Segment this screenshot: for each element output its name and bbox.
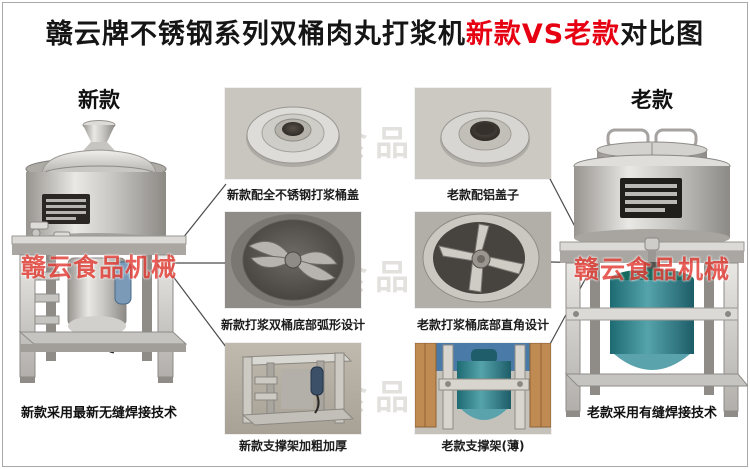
- outlet-spigot: [644, 237, 660, 264]
- stand-base-rails: [564, 373, 750, 387]
- curved-blades: [247, 240, 338, 282]
- frame-posts: [438, 344, 530, 430]
- new-machine-photo: 赣云食品机械: [6, 112, 192, 414]
- old-frame-drawing: [414, 342, 552, 434]
- lid-center-hole: [282, 122, 304, 136]
- stand-feet: [20, 377, 173, 383]
- title-suffix: 对比图: [620, 19, 705, 50]
- stand-rungs: [34, 271, 60, 325]
- crossbar: [565, 307, 739, 321]
- title-prefix: 赣云牌不锈钢系列双桶肉丸打浆机: [45, 19, 466, 50]
- title-highlight: 新款VS老款: [465, 19, 621, 50]
- blade-hub: [284, 251, 302, 269]
- old-frame-photo: [414, 342, 552, 434]
- new-barrel-bottom-photo: [225, 212, 361, 308]
- old-barrel-bottom-drawing: [415, 212, 551, 308]
- label-new-model: 新款: [78, 88, 120, 112]
- caption-new-welding: 新款采用最新无缝焊接技术: [20, 406, 177, 421]
- label-old-model: 老款: [631, 88, 673, 112]
- new-lid-drawing: [225, 88, 361, 179]
- stand-top-edge: [12, 244, 186, 255]
- caption-new-barrel-bottom: 新款打浆双桶底部弧形设计: [220, 318, 365, 332]
- new-frame-drawing: [225, 343, 361, 434]
- old-lid-photo: [415, 88, 551, 179]
- new-machine-drawing: [11, 120, 188, 383]
- caption-new-frame: 新款支撑架加粗加厚: [238, 439, 347, 453]
- old-machine-photo: 赣云食品机械: [556, 112, 750, 417]
- stand-base-rails: [18, 331, 188, 352]
- motor-behind: [281, 369, 313, 409]
- nameplate-text-lines: [46, 199, 86, 220]
- capacitor: [310, 366, 324, 396]
- nameplate-text-lines: [625, 184, 677, 212]
- new-frame-photo: [225, 343, 361, 434]
- caption-old-welding: 老款采用有缝焊接技术: [586, 406, 717, 421]
- stand-feet: [566, 411, 738, 417]
- cable: [314, 394, 320, 414]
- motor-bottom: [68, 316, 126, 336]
- caption-old-lid: 老款配铝盖子: [446, 188, 519, 202]
- caption-old-frame: 老款支撑架(薄): [441, 439, 525, 453]
- page-title: 赣云牌不锈钢系列双桶肉丸打浆机新款VS老款对比图: [0, 12, 750, 51]
- new-lid-photo: [225, 88, 361, 179]
- new-barrel-bottom-drawing: [225, 212, 361, 308]
- old-lid-drawing: [415, 88, 551, 179]
- capacitor: [114, 261, 132, 305]
- caption-old-barrel-bottom: 老款打浆桶底部直角设计: [416, 318, 549, 332]
- stand-top: [11, 235, 187, 245]
- old-machine-drawing: [559, 128, 750, 417]
- motor-dome: [614, 354, 690, 370]
- lid-knob: [83, 125, 115, 142]
- caption-new-lid: 新款配全不锈钢打浆桶盖: [226, 188, 359, 202]
- old-barrel-bottom-photo: [415, 212, 551, 308]
